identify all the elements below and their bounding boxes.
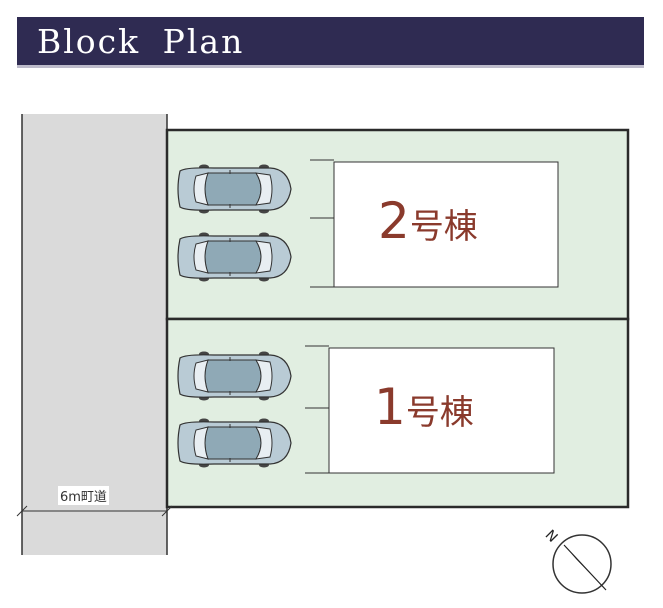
parking-lines xyxy=(305,159,334,474)
road-label: 6m町道 xyxy=(58,486,109,505)
lot-2-label: 2号棟 xyxy=(378,196,478,246)
car-icon xyxy=(177,417,292,469)
lot-1-suffix: 号棟 xyxy=(405,393,474,433)
lot-1-number: 1 xyxy=(374,378,406,436)
house-2 xyxy=(333,161,559,288)
north-arrow-icon: N xyxy=(542,527,612,594)
road-area xyxy=(22,114,167,555)
car-icon xyxy=(177,163,292,215)
car-icon xyxy=(177,350,292,402)
title-bar: Block Plan xyxy=(17,17,644,68)
house-1 xyxy=(328,347,555,474)
lot-1-label: 1号棟 xyxy=(374,382,474,432)
lot-2-suffix: 号棟 xyxy=(409,207,478,247)
compass-label: N xyxy=(542,527,561,546)
lot-2-number: 2 xyxy=(378,192,410,250)
car-icon xyxy=(177,231,292,283)
road-width-dimension xyxy=(16,505,173,517)
page-title: Block Plan xyxy=(37,22,245,61)
